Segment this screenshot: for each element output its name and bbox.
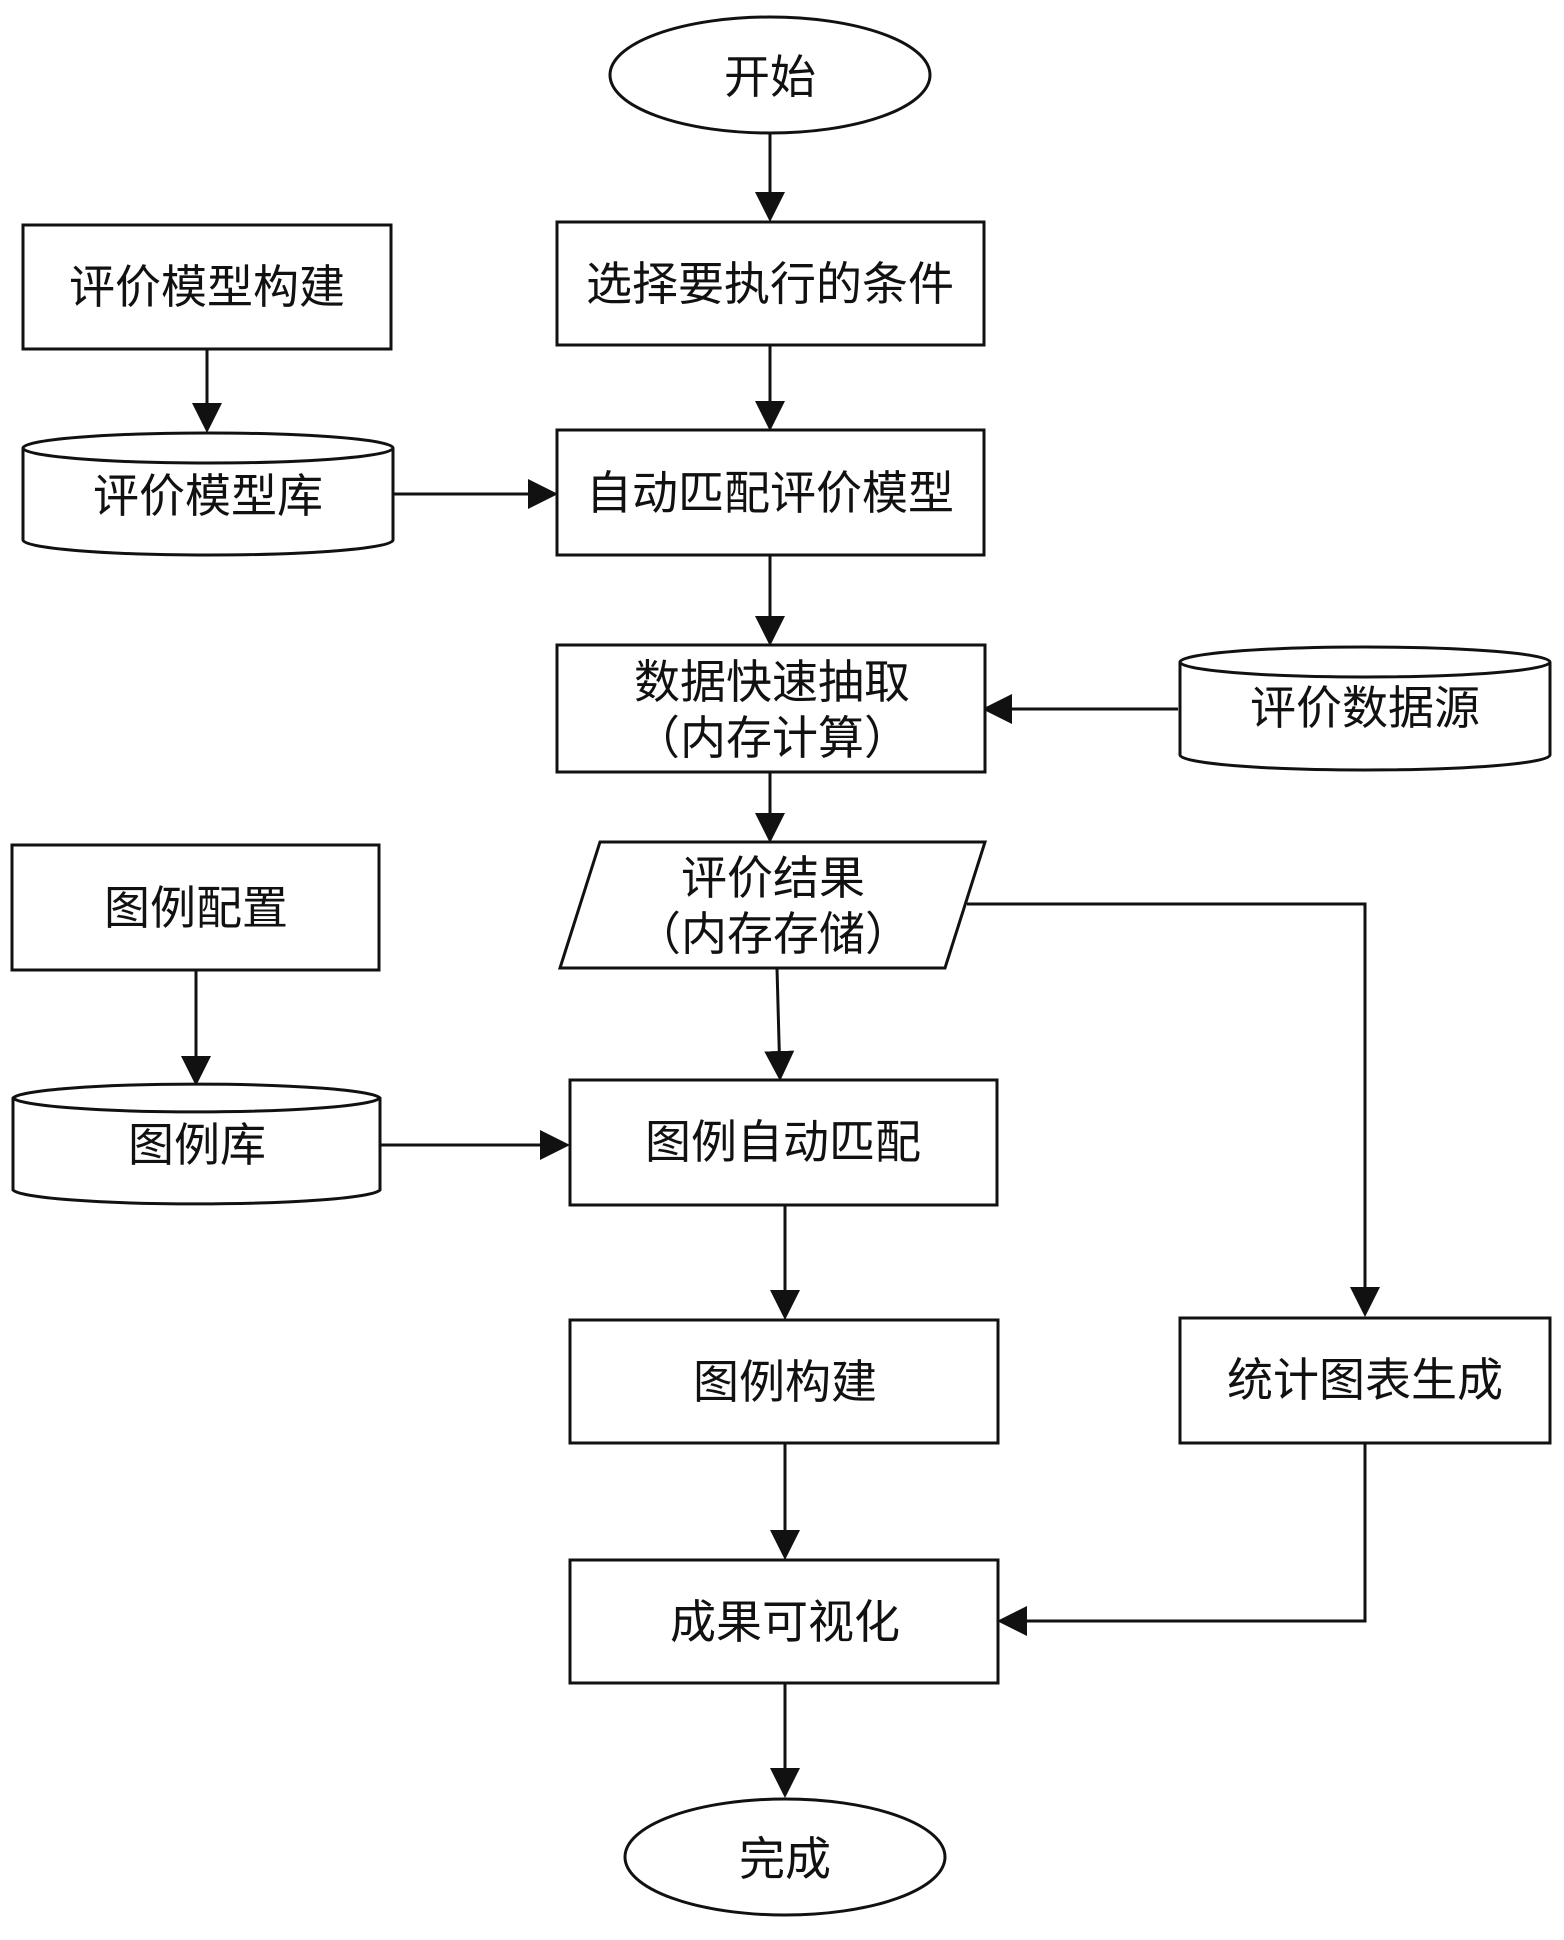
eval-result-node: 评价结果 （内存存储）	[557, 840, 988, 970]
legend-library-label: 图例库	[128, 1118, 266, 1172]
edges	[181, 134, 1380, 1798]
finish-label: 完成	[739, 1832, 831, 1886]
stats-chart-label: 统计图表生成	[1227, 1353, 1503, 1407]
legend-auto-match-label: 图例自动匹配	[645, 1115, 921, 1169]
data-source-node: 评价数据源	[1178, 645, 1552, 772]
legend-auto-match-node: 图例自动匹配	[568, 1078, 999, 1207]
eval-result-label: 评价结果	[681, 851, 865, 905]
start-label: 开始	[724, 50, 816, 104]
start-node: 开始	[608, 15, 932, 135]
finish-node: 完成	[623, 1797, 947, 1917]
stats-chart-node: 统计图表生成	[1178, 1316, 1552, 1445]
fast-extract-node: 数据快速抽取 （内存计算）	[555, 643, 987, 774]
edge-result-to-legendmatch	[764, 967, 795, 1081]
fast-extract-note: （内存计算）	[634, 711, 910, 765]
visualize-label: 成果可视化	[670, 1595, 900, 1649]
select-conditions-label: 选择要执行的条件	[586, 257, 954, 311]
model-library-label: 评价模型库	[93, 469, 323, 523]
legend-config-label: 图例配置	[104, 881, 288, 935]
edge-result-to-stats	[967, 902, 1380, 1317]
legend-library-node: 图例库	[11, 1082, 382, 1206]
data-source-label: 评价数据源	[1250, 681, 1480, 735]
legend-config-node: 图例配置	[10, 843, 381, 972]
legend-build-node: 图例构建	[568, 1318, 1000, 1445]
legend-build-label: 图例构建	[693, 1355, 877, 1409]
visualize-node: 成果可视化	[568, 1558, 1000, 1685]
select-conditions-node: 选择要执行的条件	[555, 220, 986, 347]
fast-extract-label: 数据快速抽取	[634, 655, 910, 709]
auto-match-model-label: 自动匹配评价模型	[586, 466, 954, 520]
model-build-label: 评价模型构建	[69, 260, 345, 314]
eval-result-note: （内存存储）	[635, 907, 911, 961]
edge-stats-to-visualize	[997, 1443, 1367, 1636]
model-build-node: 评价模型构建	[21, 223, 393, 351]
model-library-node: 评价模型库	[21, 431, 395, 557]
auto-match-model-node: 自动匹配评价模型	[555, 428, 986, 557]
